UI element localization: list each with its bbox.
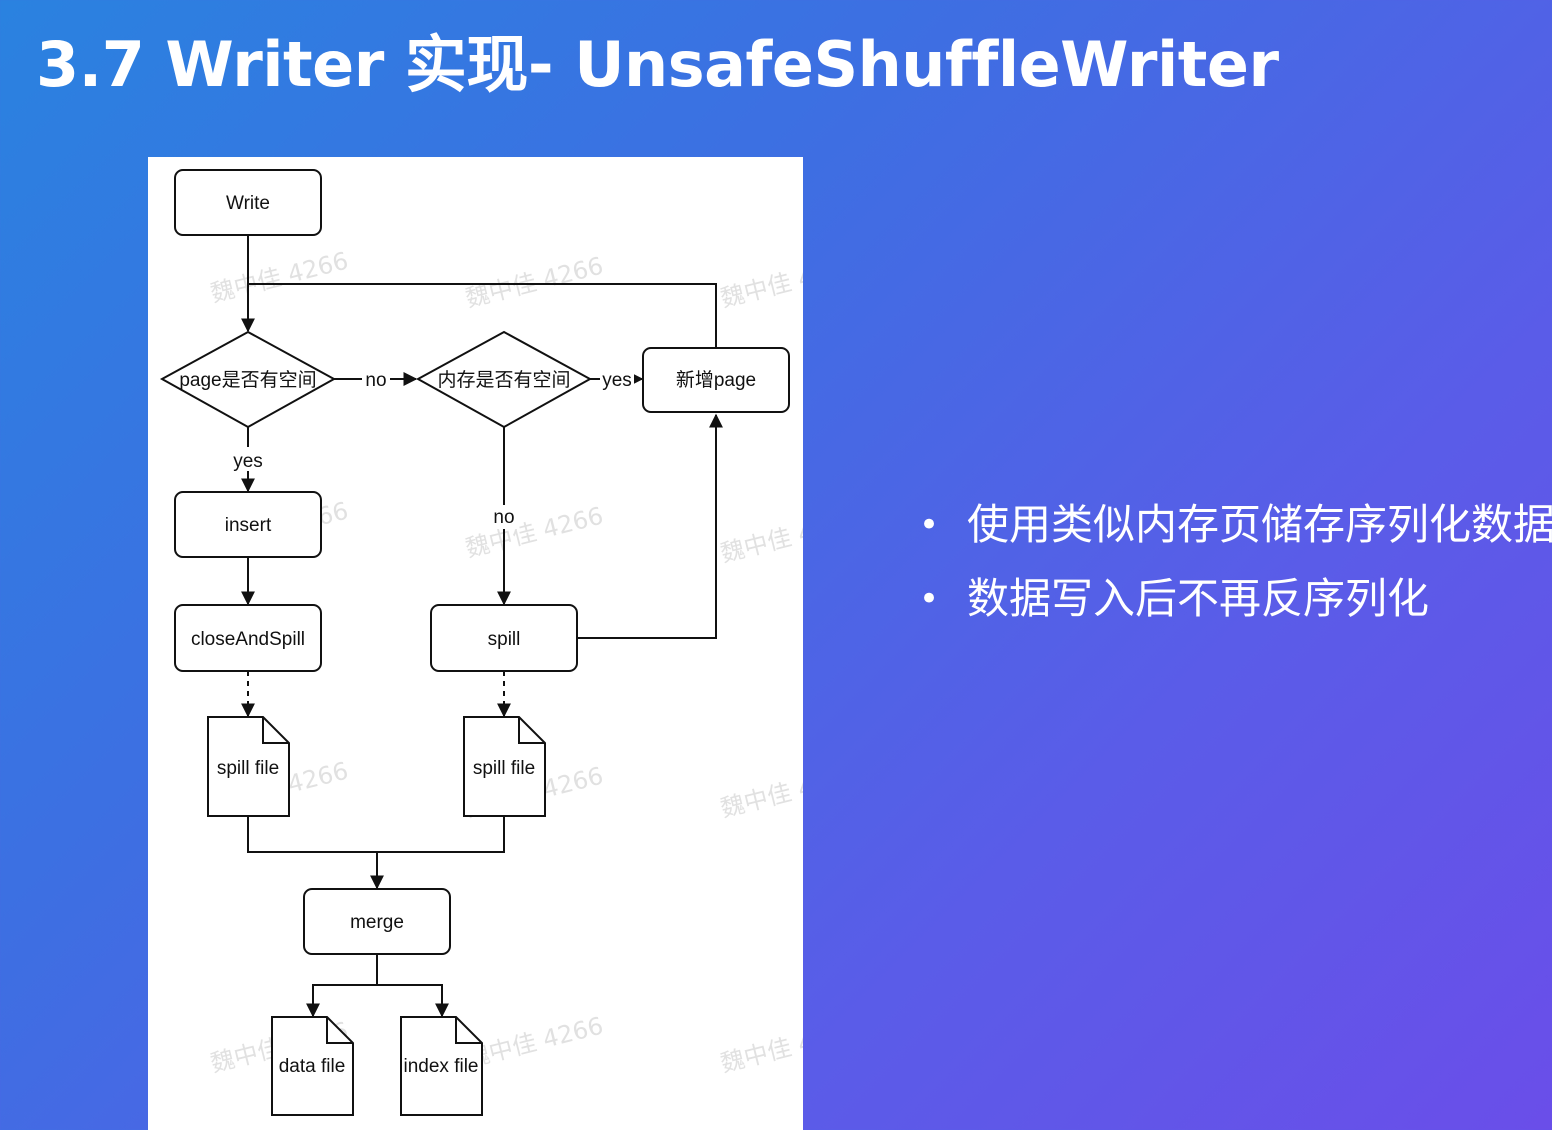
bullet-list: • 使用类似内存页储存序列化数据 • 数据写入后不再反序列化 — [915, 500, 1552, 648]
edge-label-memory-yes: yes — [602, 370, 632, 391]
page-fold — [518, 717, 545, 744]
node-close-and-spill — [174, 604, 322, 672]
node-label-data-file: data file — [279, 1056, 346, 1077]
edge-files-to-merge — [247, 816, 505, 853]
node-label-new-page: 新增page — [676, 369, 756, 391]
node-insert — [174, 491, 322, 558]
node-spill — [430, 604, 578, 672]
flowchart-panel: 魏中佳 4266 魏中佳 4266 魏中佳 4266 魏中佳 4266 魏中佳 … — [148, 157, 803, 1130]
bullet-text: 使用类似内存页储存序列化数据 — [967, 500, 1552, 549]
edge-spill-to-new-page — [577, 413, 723, 639]
node-label-memory-has-space: 内存是否有空间 — [437, 369, 570, 391]
node-index-file — [400, 1016, 483, 1116]
bullet-item: • 数据写入后不再反序列化 — [915, 574, 1545, 624]
watermark: 魏中佳 4266 — [718, 507, 803, 568]
watermark: 魏中佳 4266 — [718, 762, 803, 823]
watermark: 魏中佳 4266 — [718, 1017, 803, 1078]
edge-merge-to-data — [306, 954, 378, 1018]
node-label-insert: insert — [225, 515, 272, 536]
edge-merge-to-index — [377, 984, 449, 1018]
node-label-write: Write — [226, 193, 270, 214]
page-fold — [326, 1017, 353, 1044]
edge-label-memory-no: no — [493, 507, 514, 528]
flowchart: 魏中佳 4266 魏中佳 4266 魏中佳 4266 魏中佳 4266 魏中佳 … — [159, 169, 803, 1116]
bullet-item: • 使用类似内存页储存序列化数据 — [915, 500, 1552, 550]
node-data-file — [271, 1016, 354, 1116]
node-label-index-file: index file — [404, 1056, 479, 1077]
node-spill-file-left — [207, 716, 290, 817]
page-fold — [262, 717, 289, 744]
node-label-close-and-spill: closeAndSpill — [191, 629, 305, 650]
node-label-page-has-space: page是否有空间 — [179, 369, 316, 391]
bullet-text: 数据写入后不再反序列化 — [967, 574, 1430, 623]
node-label-spill: spill — [488, 629, 521, 650]
node-memory-has-space — [415, 330, 593, 429]
node-spill-file-right — [463, 716, 546, 817]
edge-label-page-yes: yes — [233, 451, 263, 472]
watermark: 魏中佳 4266 — [208, 247, 351, 308]
node-page-has-space — [159, 330, 337, 429]
node-label-spill-file-left: spill file — [217, 758, 279, 779]
node-label-spill-file-right: spill file — [473, 758, 535, 779]
node-new-page — [642, 347, 790, 413]
watermark: 魏中佳 4266 — [463, 252, 606, 313]
bullet-dot-icon: • — [919, 505, 940, 545]
bullet-dot-icon: • — [919, 579, 940, 619]
watermark: 魏中佳 4266 — [463, 1012, 606, 1073]
node-merge — [303, 888, 451, 955]
slide-title: 3.7 Writer 实现- UnsafeShuffleWriter — [36, 28, 1279, 101]
node-label-merge: merge — [350, 912, 404, 933]
watermark: 魏中佳 4266 — [463, 502, 606, 563]
watermark: 魏中佳 4266 — [718, 252, 803, 313]
page-fold — [455, 1017, 482, 1044]
node-write — [174, 169, 322, 236]
edge-new-page-loop — [248, 283, 717, 348]
edge-label-page-no: no — [365, 370, 386, 391]
